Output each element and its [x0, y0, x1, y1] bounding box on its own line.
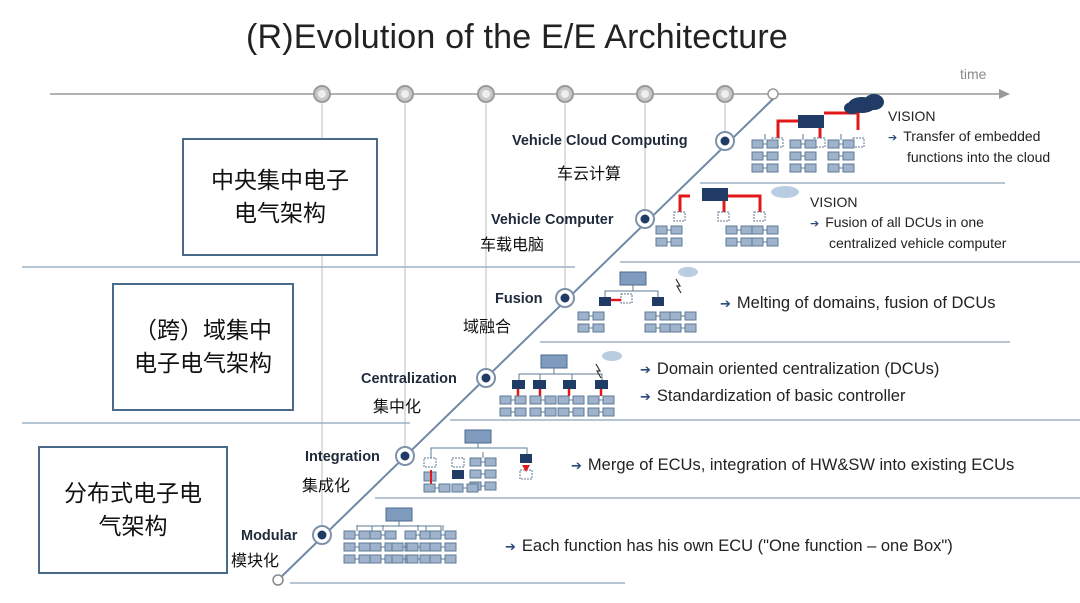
stage-cn-centralization: 集中化	[373, 399, 422, 416]
stage-cn-vehicle-cloud: 车云计算	[557, 166, 622, 183]
category-line: 气架构	[98, 513, 168, 539]
stage-desc: Standardization of basic controller	[656, 387, 906, 405]
stage-name-fusion: Fusion	[495, 291, 543, 307]
stage-desc: Fusion of all DCUs in one	[825, 214, 984, 231]
arrow-icon: ➔	[505, 539, 516, 554]
vehicle-cloud-network-icon	[752, 94, 884, 172]
stage-cn-modular: 模块化	[231, 553, 280, 570]
category-line: 中央集中电子	[211, 166, 349, 193]
desc-integration: ➔ Merge of ECUs, integration of HW&SW int…	[571, 456, 1014, 475]
desc-modular: ➔ Each function has his own ECU ("One fun…	[505, 537, 953, 556]
time-arrow-icon	[999, 89, 1010, 99]
desc-fusion: ➔ Melting of domains, fusion of DCUs	[720, 294, 996, 313]
stage-desc: Melting of domains, fusion of DCUs	[736, 294, 996, 312]
arrow-icon: ➔	[640, 362, 651, 377]
stage-name-vehicle-computer: Vehicle Computer	[491, 212, 614, 228]
stage-name-modular: Modular	[241, 528, 298, 544]
arrow-icon: ➔	[720, 296, 731, 311]
desc-centralization-2: ➔ Standardization of basic controller	[640, 387, 905, 406]
arrow-icon: ➔	[640, 389, 651, 404]
category-line: （跨）域集中	[134, 316, 272, 343]
vehicle-computer-network-icon	[656, 186, 799, 246]
arrow-icon: ➔	[810, 218, 820, 231]
vision-block-cloud: VISION ➔ Transfer of embedded functions i…	[888, 106, 1050, 168]
stage-name-integration: Integration	[305, 449, 380, 465]
stage-name-vehicle-cloud: Vehicle Cloud Computing	[512, 133, 688, 149]
stage-desc: functions into the cloud	[907, 149, 1051, 166]
integration-network-icon	[423, 429, 533, 493]
modular-network-icon	[344, 507, 456, 564]
stage-desc: Transfer of embedded	[903, 128, 1041, 145]
vision-tag: VISION	[888, 108, 936, 124]
stage-cn-fusion: 域融合	[463, 319, 512, 336]
evolution-line	[277, 98, 774, 581]
fusion-network-icon	[578, 267, 698, 332]
cloud-icon	[844, 94, 884, 114]
arrow-icon: ➔	[888, 132, 898, 145]
time-axis-label: time	[960, 66, 987, 82]
stage-cn-vehicle-computer: 车载电脑	[480, 237, 545, 254]
stage-desc: Each function has his own ECU ("One func…	[521, 537, 953, 555]
category-box-distributed: 分布式电子电 气架构	[38, 446, 228, 574]
stage-cn-integration: 集成化	[302, 478, 351, 495]
centralization-network-icon	[500, 351, 622, 416]
vision-tag: VISION	[810, 194, 858, 210]
desc-centralization-1: ➔ Domain oriented centralization (DCUs)	[640, 360, 939, 379]
page-title: (R)Evolution of the E/E Architecture	[246, 18, 789, 56]
category-box-central: 中央集中电子 电气架构	[182, 138, 378, 256]
stage-desc: Merge of ECUs, integration of HW&SW into…	[587, 456, 1015, 474]
stage-desc: centralized vehicle computer	[829, 235, 1007, 252]
category-line: 电子电气架构	[134, 350, 272, 376]
vision-block-computer: VISION ➔ Fusion of all DCUs in one centra…	[810, 192, 1006, 254]
stage-desc: Domain oriented centralization (DCUs)	[656, 360, 940, 378]
stage-name-centralization: Centralization	[361, 371, 457, 387]
stage-nodes	[312, 131, 735, 545]
category-box-domain: （跨）域集中 电子电气架构	[112, 283, 294, 411]
category-line: 电气架构	[234, 200, 326, 226]
category-line: 分布式电子电	[64, 479, 202, 506]
arrow-icon: ➔	[571, 458, 582, 473]
